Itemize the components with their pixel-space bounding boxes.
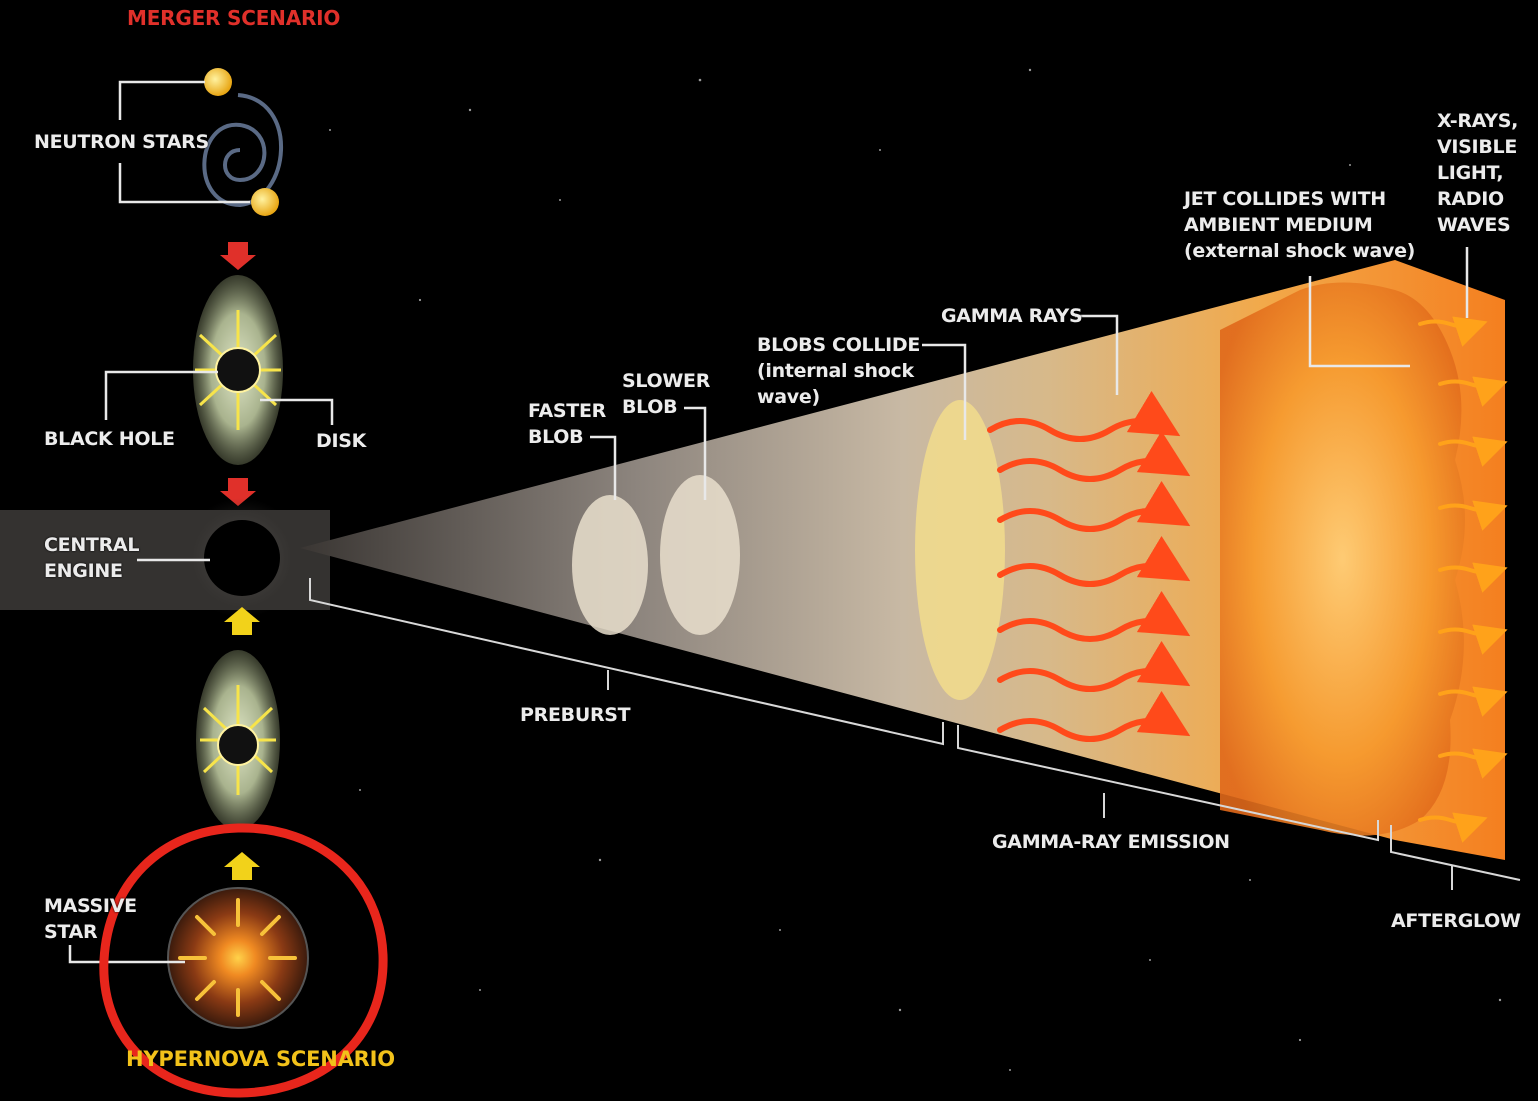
- shock-front: [915, 400, 1005, 700]
- blobs-collide-line-3: wave): [757, 384, 920, 410]
- blobs-collide-line-2: (internal shock: [757, 358, 920, 384]
- central-engine-label: CENTRAL ENGINE: [44, 532, 139, 584]
- blobs-collide-label: BLOBS COLLIDE (internal shock wave): [757, 332, 920, 410]
- faster-blob-label: FASTER BLOB: [528, 398, 606, 450]
- hypernova-scenario-title: HYPERNOVA SCENARIO: [126, 1047, 395, 1071]
- faster-blob-line-1: FASTER: [528, 398, 606, 424]
- xrays-line-3: LIGHT,: [1437, 160, 1518, 186]
- black-hole-label: BLACK HOLE: [44, 426, 175, 452]
- xrays-line-2: VISIBLE: [1437, 134, 1518, 160]
- xrays-line-5: WAVES: [1437, 212, 1518, 238]
- merger-scenario-title: MERGER SCENARIO: [127, 6, 340, 30]
- hypernova-black-hole: [218, 725, 258, 765]
- jet-collides-line-2: AMBIENT MEDIUM: [1184, 212, 1415, 238]
- neutron-stars-label: NEUTRON STARS: [34, 129, 209, 155]
- neutron-star-spiral: [204, 95, 281, 205]
- massive-star-label: MASSIVE STAR: [44, 893, 137, 945]
- jet-collides-line-3: (external shock wave): [1184, 238, 1415, 264]
- preburst-label: PREBURST: [520, 702, 630, 728]
- faster-blob-line-2: BLOB: [528, 424, 606, 450]
- neutron-star-top: [204, 68, 232, 96]
- slower-blob-line-2: BLOB: [622, 394, 710, 420]
- merger-black-hole: [216, 348, 260, 392]
- xrays-line-4: RADIO: [1437, 186, 1518, 212]
- gamma-rays-label: GAMMA RAYS: [941, 303, 1082, 329]
- jet-collides-label: JET COLLIDES WITH AMBIENT MEDIUM (extern…: [1184, 186, 1415, 264]
- slower-blob-label: SLOWER BLOB: [622, 368, 710, 420]
- hypernova-arrow-2: [224, 852, 260, 880]
- disk-label: DISK: [316, 428, 366, 454]
- central-engine-line-1: CENTRAL: [44, 532, 139, 558]
- afterglow-label: AFTERGLOW: [1391, 908, 1521, 934]
- massive-star-line-2: STAR: [44, 919, 137, 945]
- merger-arrow-1: [220, 242, 256, 270]
- blobs-collide-line-1: BLOBS COLLIDE: [757, 332, 920, 358]
- neutron-star-bottom: [251, 188, 279, 216]
- central-engine-line-2: ENGINE: [44, 558, 139, 584]
- xrays-label: X-RAYS, VISIBLE LIGHT, RADIO WAVES: [1437, 108, 1518, 238]
- gamma-ray-emission-label: GAMMA-RAY EMISSION: [992, 829, 1230, 855]
- xrays-line-1: X-RAYS,: [1437, 108, 1518, 134]
- massive-star-line-1: MASSIVE: [44, 893, 137, 919]
- central-engine: [204, 520, 280, 596]
- slower-blob-line-1: SLOWER: [622, 368, 710, 394]
- jet-collides-line-1: JET COLLIDES WITH: [1184, 186, 1415, 212]
